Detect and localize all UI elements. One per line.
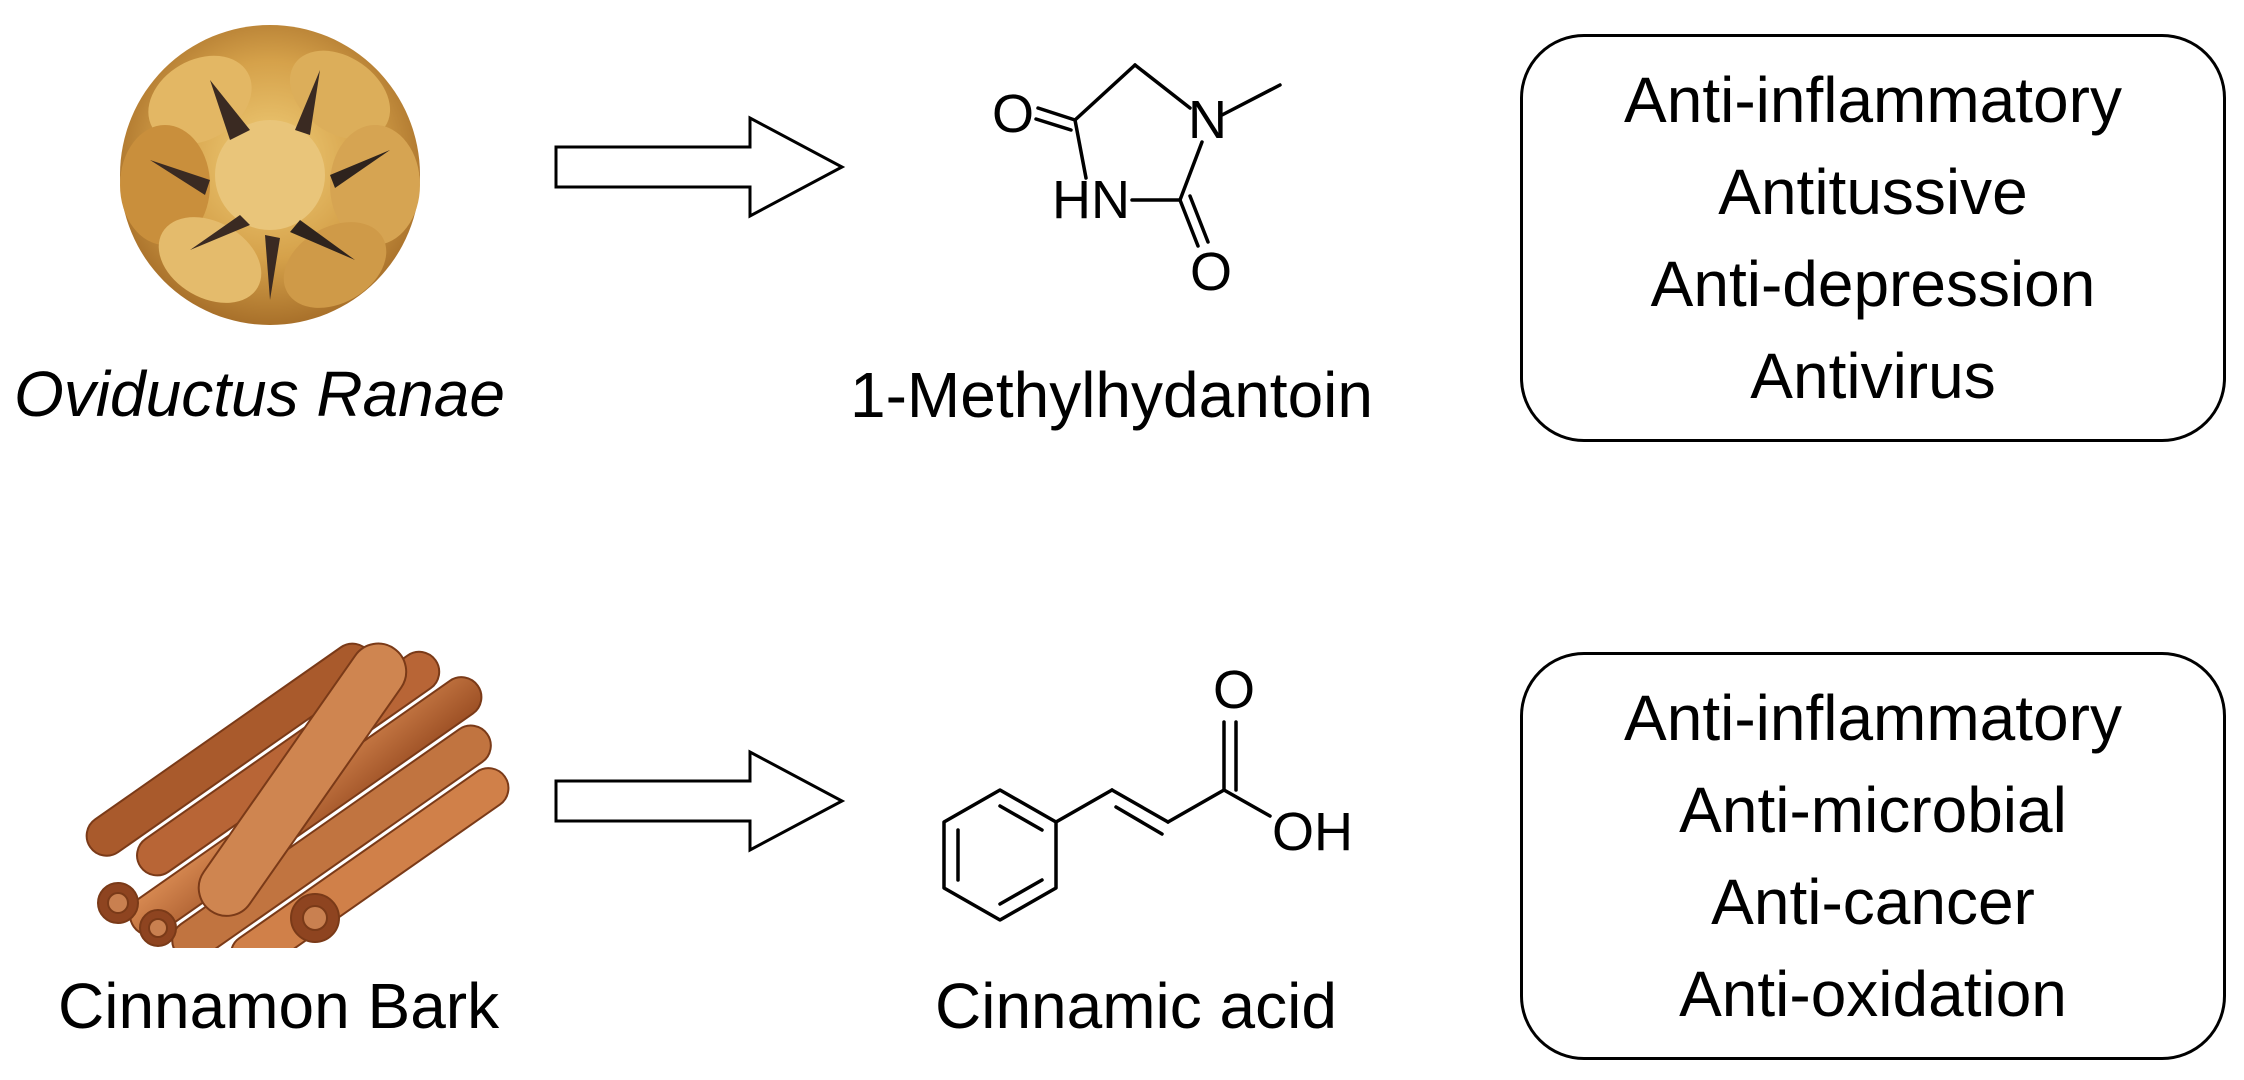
- right-arrow-icon: [554, 115, 846, 219]
- effect-item: Anti-microbial: [1679, 774, 2067, 846]
- atom-o-top: O: [1213, 660, 1255, 720]
- atom-oh: OH: [1272, 802, 1353, 862]
- methylhydantoin-structure: O N HN O: [992, 63, 1282, 300]
- cinnamic-acid-structure: O OH: [942, 660, 1353, 922]
- atom-hn: HN: [1052, 170, 1130, 230]
- oviductus-ranae-image: [120, 25, 420, 325]
- source-label-cinnamon-bark: Cinnamon Bark: [58, 970, 500, 1042]
- effect-item: Anti-depression: [1650, 248, 2096, 320]
- effect-item: Anti-oxidation: [1679, 958, 2067, 1030]
- atom-o-top: O: [992, 84, 1034, 144]
- right-arrow-icon: [554, 749, 846, 853]
- atom-o-bottom: O: [1190, 242, 1232, 300]
- effect-item: Anti-inflammatory: [1624, 682, 2122, 754]
- effects-box-cinnamic-acid: Anti-inflammatory Anti-microbial Anti-ca…: [1520, 652, 2226, 1060]
- compound-label-cinnamic-acid: Cinnamic acid: [935, 970, 1337, 1042]
- compound-label-methylhydantoin: 1-Methylhydantoin: [850, 359, 1373, 431]
- source-label-oviductus-ranae: Oviductus Ranae: [14, 358, 505, 430]
- effects-box-methylhydantoin: Anti-inflammatory Antitussive Anti-depre…: [1520, 34, 2226, 442]
- effect-item: Anti-cancer: [1711, 866, 2035, 938]
- cinnamon-bark-image: [85, 642, 510, 948]
- effect-item: Antitussive: [1718, 156, 2028, 228]
- atom-n-methyl: N: [1188, 90, 1227, 150]
- effect-item: Antivirus: [1750, 340, 1996, 412]
- effect-item: Anti-inflammatory: [1624, 64, 2122, 136]
